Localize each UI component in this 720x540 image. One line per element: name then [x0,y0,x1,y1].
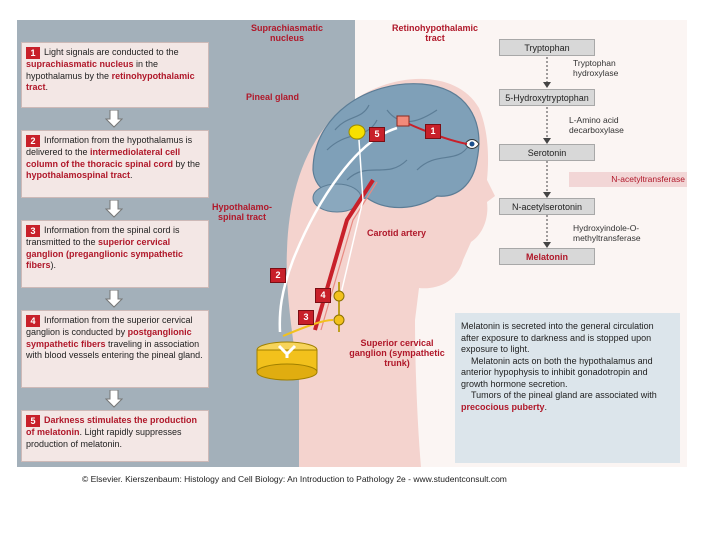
label-superior-cervical-ganglion: Superior cervical ganglion (sympathetic … [349,338,445,368]
compound-5-hydroxytryptophan: 5-Hydroxytryptophan [499,89,595,106]
step-number-4: 4 [26,315,40,327]
label-carotid-artery: Carotid artery [367,228,427,238]
enzyme-tryptophan-hydroxylase: Tryptophan hydroxylase [573,58,619,78]
step-plain-text: . [45,82,49,92]
label-retinohypothalamic-tract: Retinohypothalamic tract [391,23,478,43]
info-paragraph-3: Tumors of the pineal gland are associate… [461,390,674,413]
enzyme-n-acetyltransferase: N-acetyltransferase [569,172,687,187]
step-plain-text: in the hypothalamus by the [26,59,159,81]
step-text-3: Information from the spinal cord is tran… [26,225,183,270]
info-paragraph-1: Melatonin is secreted into the general c… [461,321,654,354]
compound-serotonin: Serotonin [499,144,595,161]
label-pineal-gland: Pineal gland [245,92,299,102]
info-paragraph-3-text: Tumors of the pineal gland are associate… [471,390,657,400]
step-number-1: 1 [26,47,40,59]
info-paragraph-2: Melatonin acts on both the hypothalamus … [461,355,653,389]
diagram-badge-5: 5 [369,127,385,142]
down-arrow-icon [105,390,123,408]
compound-n-acetylserotonin: N-acetylserotonin [499,198,595,215]
postganglionic-fiber [338,139,364,303]
info-precocious-puberty: precocious puberty [461,401,545,412]
suprachiasmatic-nucleus-shape [396,115,410,127]
enzyme-amino-acid-decarboxylase: L-Amino acid decarboxylase [569,115,624,135]
step-number-2: 2 [26,135,40,147]
enzyme-hydroxyindole-o-methyltransferase: Hydroxyindole-O-methyltransferase [573,223,641,243]
step-number-5: 5 [26,415,40,427]
step-plain-text: Information from the superior cervical g… [26,315,193,337]
diagram-badge-1: 1 [425,124,441,139]
compound-melatonin: Melatonin [499,248,595,265]
step-plain-text: by the [173,158,201,169]
label-suprachiasmatic-nucleus: Suprachiasmatic nucleus [250,23,324,43]
copyright-caption: © Elsevier. Kierszenbaum: Histology and … [82,474,507,484]
diagram-badge-4: 4 [315,288,331,303]
step-highlight-text: hypothalamospinal tract [26,170,131,180]
step-highlight-text: suprachiasmatic nucleus [26,59,134,69]
pathway-arrows [543,57,551,248]
step-highlight-text: postganglionic sympathetic fibers [26,327,192,349]
diagram-badge-3: 3 [298,310,314,325]
pineal-gland-shape [348,124,366,140]
down-arrow-icon [105,290,123,308]
step-plain-text: ). [50,260,57,270]
step-highlight-text: superior cervical ganglion (preganglioni… [26,237,184,270]
anatomy-illustration [256,78,495,467]
step-highlight-text: retinohypothalamic tract [26,70,195,93]
info-paragraph-3-end: . [544,401,548,412]
compound-tryptophan: Tryptophan [499,39,595,56]
step-highlight-text: intermediolateral cell column of the tho… [26,147,181,169]
step-text-4: Information from the superior cervical g… [26,315,203,360]
label-hypothalamospinal-tract: Hypothalamo-spinal tract [211,202,272,222]
step-plain-text: traveling in association with blood vess… [26,338,203,361]
step-text-1: Light signals are conducted to the supra… [26,47,195,92]
diagram-badge-2: 2 [270,268,286,283]
superior-cervical-ganglion-shape [333,290,345,302]
step-text-2: Information from the hypothalamus is del… [26,135,200,180]
step-plain-text: Information from the spinal cord is tran… [26,225,180,247]
down-arrow-icon [105,200,123,218]
step-plain-text: . Light rapidly suppresses production of… [26,427,182,449]
step-plain-text: Light signals are conducted to the [44,47,179,57]
step-number-3: 3 [26,225,40,237]
figure: 1 2 3 4 5 Suprachiasmatic nucleus Retino… [17,20,687,467]
melatonin-info-box: Melatonin is secreted into the general c… [455,313,680,463]
down-arrow-icon [105,110,123,128]
step-highlight-text: Darkness stimulates the production of me… [26,415,198,437]
step-plain-text: . [130,170,133,180]
step-text-5: Darkness stimulates the production of me… [26,415,197,449]
step-plain-text: Information from the hypothalamus is del… [26,135,193,157]
hypothalamospinal-tract [278,126,398,333]
